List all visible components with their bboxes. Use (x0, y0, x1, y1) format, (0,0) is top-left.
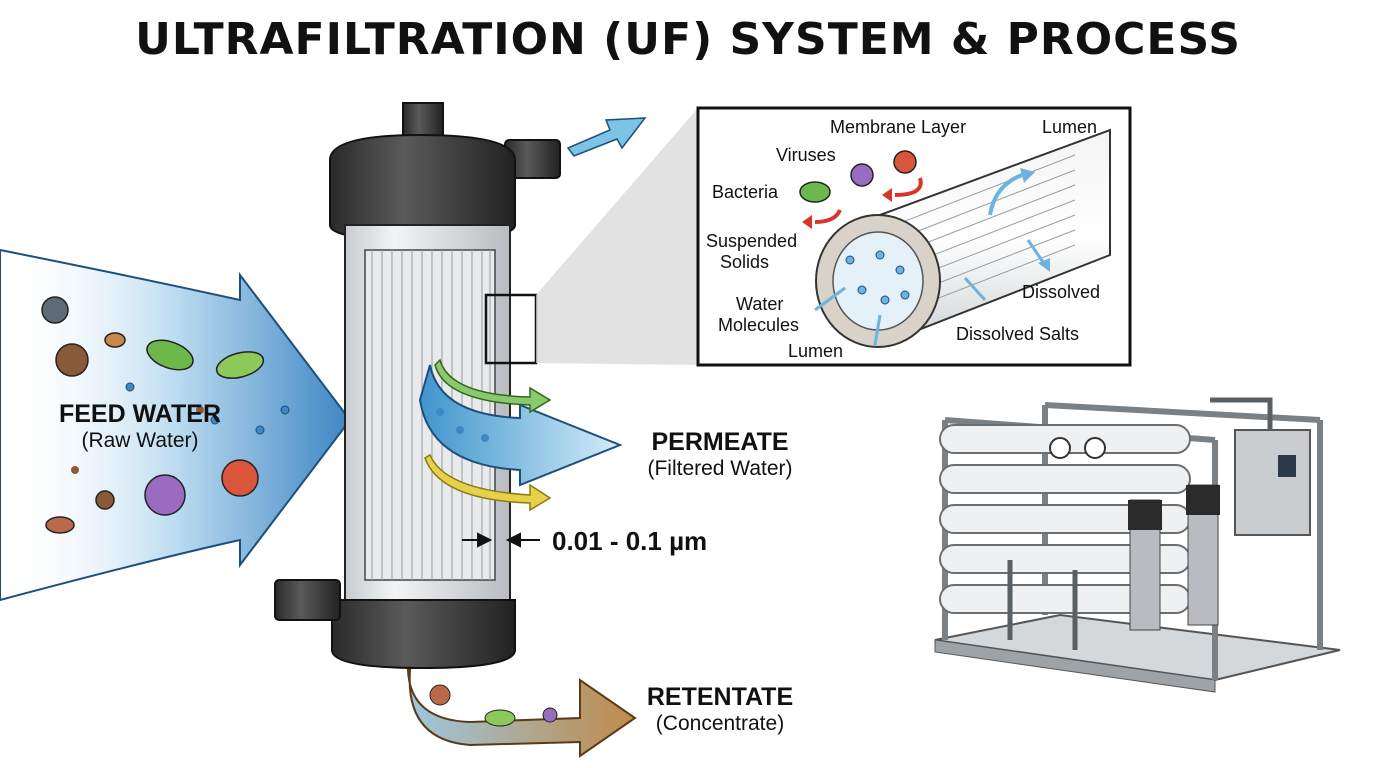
inset-suspended-label: Suspended (706, 231, 798, 251)
zoom-cone (536, 108, 698, 365)
membrane-inset (696, 106, 1132, 367)
outlet-arrow (566, 117, 647, 157)
inset-molecules-label: Molecules (718, 315, 800, 335)
feed-title: FEED WATER (58, 400, 222, 428)
inset-lumen-bottom-label: Lumen (788, 341, 844, 361)
retentate-label: RETENTATE (Concentrate) (630, 683, 810, 736)
retentate-arrow (406, 669, 637, 758)
inset-dissolved-salts-label: Dissolved Salts (956, 324, 1080, 344)
inset-water-label: Water (736, 294, 784, 314)
permeate-subtitle: (Filtered Water) (647, 456, 793, 480)
permeate-title: PERMEATE (651, 428, 789, 456)
inset-viruses-label: Viruses (776, 145, 836, 165)
inset-solids-label: Solids (720, 252, 770, 272)
diagram-title: ULTRAFILTRATION (UF) SYSTEM & PROCESS (135, 14, 1241, 65)
retentate-title: RETENTATE (646, 683, 794, 711)
pore-size-marker (462, 532, 540, 548)
feed-label: FEED WATER (Raw Water) (40, 400, 240, 453)
feed-arrow (0, 248, 352, 602)
uf-plant-skid (934, 397, 1341, 693)
permeate-arrow (418, 358, 623, 512)
feed-subtitle: (Raw Water) (81, 428, 199, 452)
permeate-label: PERMEATE (Filtered Water) (620, 428, 820, 481)
inset-membrane-layer-label: Membrane Layer (830, 117, 967, 137)
inset-lumen-top-label: Lumen (1042, 117, 1098, 137)
retentate-subtitle: (Concentrate) (655, 711, 785, 735)
inset-bacteria-label: Bacteria (712, 182, 779, 202)
feed-contaminants (41, 296, 290, 534)
inset-dissolved-label: Dissolved (1022, 282, 1101, 302)
pore-size-label: 0.01 - 0.1 µm (552, 526, 708, 556)
